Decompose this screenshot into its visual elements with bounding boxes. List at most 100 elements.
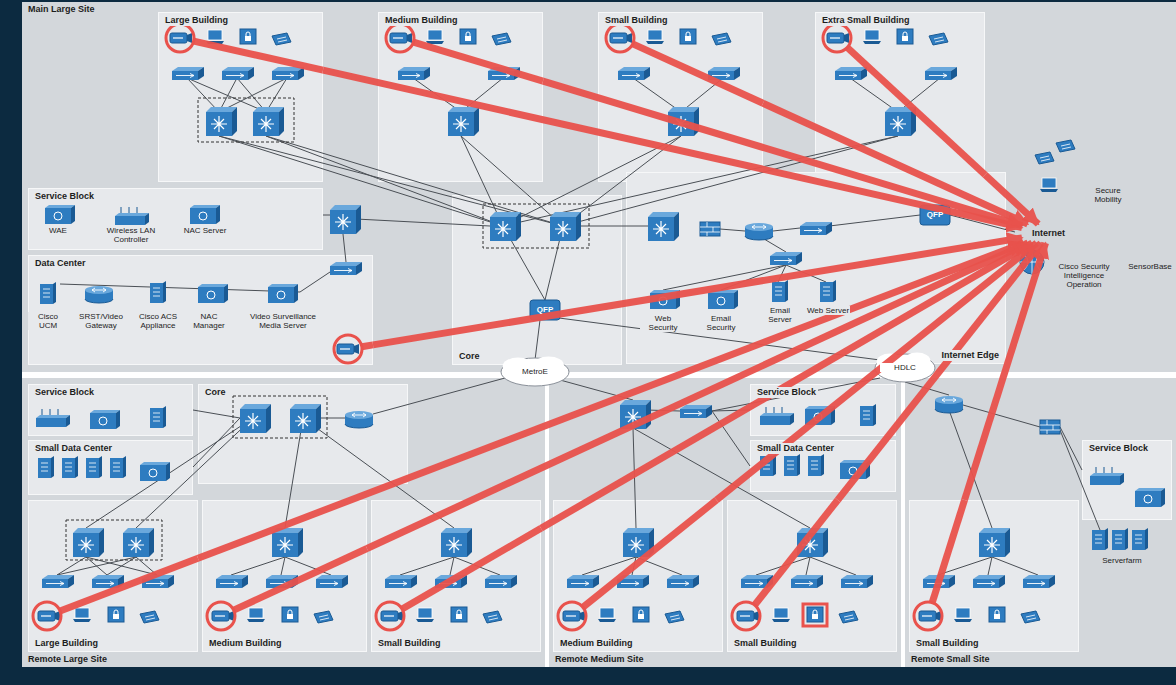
- icon-part: [511, 575, 517, 588]
- block-heading: Core: [457, 351, 482, 362]
- camera-highlight: [386, 24, 414, 52]
- sw-icon: [791, 575, 823, 588]
- icon-part: [861, 67, 867, 80]
- srv-icon: [110, 456, 126, 478]
- icon-part: [90, 410, 120, 413]
- network-link: [633, 428, 636, 528]
- icon-part: [670, 615, 680, 620]
- icon-part: [935, 400, 963, 409]
- icon-tag: QFP: [530, 305, 560, 314]
- icon-part: [206, 41, 224, 44]
- icon-part: [821, 454, 824, 476]
- ph-icon: [665, 611, 684, 623]
- icon-part: [247, 619, 265, 622]
- network-link: [187, 78, 266, 112]
- icon-part: [903, 32, 907, 36]
- sw-icon: [617, 575, 649, 588]
- sw-icon: [708, 67, 740, 80]
- camera-highlight: [732, 602, 760, 630]
- icon-part: [935, 396, 963, 404]
- icon-part: [337, 344, 354, 354]
- srv-icon: [40, 282, 56, 304]
- icon-part: [206, 107, 237, 112]
- icon-part: [639, 610, 643, 614]
- icon-part: [99, 456, 102, 478]
- block-panel: Core: [198, 384, 408, 484]
- icon-part: [75, 456, 78, 478]
- wlc-icon: [115, 207, 149, 225]
- icon-part: [791, 579, 817, 588]
- icon-part: [770, 256, 796, 265]
- icon-part: [113, 614, 119, 619]
- icon-part: [805, 406, 835, 409]
- icon-part: [563, 611, 580, 621]
- cam-icon: [337, 344, 359, 354]
- block-heading: Core: [203, 387, 228, 398]
- cam-icon: [170, 33, 192, 43]
- network-link: [636, 557, 682, 575]
- block-heading: Service Block: [755, 387, 818, 398]
- icon-part: [172, 67, 204, 71]
- icon-part: [441, 528, 472, 533]
- sw-icon: [216, 575, 248, 588]
- icon-part: [1042, 178, 1056, 188]
- icon-part: [390, 33, 407, 43]
- network-link: [806, 557, 810, 575]
- icon-part: [38, 458, 51, 478]
- icon-part: [485, 575, 517, 579]
- icon-part: [43, 289, 50, 297]
- site-region: Remote Medium SiteService BlockSmall Dat…: [549, 378, 901, 667]
- camera-stub: [60, 558, 198, 611]
- srv-icon: [38, 456, 54, 478]
- l3-icon: [648, 212, 679, 241]
- sw-icon: [741, 575, 773, 588]
- icon-part: [693, 575, 699, 588]
- network-link: [663, 265, 786, 290]
- sw-icon: [618, 67, 650, 80]
- device-label: NAC Server: [183, 226, 227, 235]
- network-link: [1060, 430, 1100, 530]
- icon-part: [1049, 575, 1055, 588]
- icon-part: [1135, 488, 1165, 491]
- qfp-icon: [920, 205, 950, 225]
- icon-part: [385, 579, 411, 588]
- icon-part: [279, 107, 284, 136]
- block-panel: Service Block: [1082, 440, 1172, 520]
- sw-icon: [316, 575, 348, 588]
- icon-part: [115, 216, 145, 225]
- sw-icon: [42, 575, 74, 588]
- icon-part: [356, 262, 362, 275]
- icon-part: [644, 67, 650, 80]
- icon-part: [1112, 530, 1125, 550]
- l3-icon: [885, 107, 916, 136]
- icon-part: [622, 74, 640, 78]
- network-link: [266, 136, 503, 226]
- icon-part: [65, 463, 72, 471]
- icon-part: [618, 67, 650, 71]
- scr-icon: [460, 29, 476, 44]
- globe-lines: [1020, 250, 1044, 274]
- icon-part: [766, 407, 782, 413]
- icon-part: [140, 611, 159, 623]
- icon-part: [1096, 467, 1112, 473]
- icon-part: [407, 33, 412, 43]
- icon-part: [740, 615, 750, 616]
- icon-part: [55, 611, 60, 621]
- sw-icon: [92, 575, 124, 588]
- icon-part: [867, 575, 873, 588]
- camera-highlight: [33, 602, 61, 630]
- icon-part: [314, 611, 333, 623]
- icon-part: [643, 575, 649, 588]
- icon-part: [330, 266, 356, 275]
- icon-part: [650, 293, 676, 309]
- icon-part: [75, 608, 89, 618]
- icon-part: [934, 37, 944, 42]
- icon-part: [207, 291, 215, 299]
- sw-icon: [770, 252, 802, 265]
- label-box: Email Security: [698, 314, 744, 332]
- icon-part: [796, 252, 802, 265]
- icon-part: [187, 33, 192, 43]
- lock-highlight: [803, 604, 827, 626]
- site-separator: [22, 372, 1176, 378]
